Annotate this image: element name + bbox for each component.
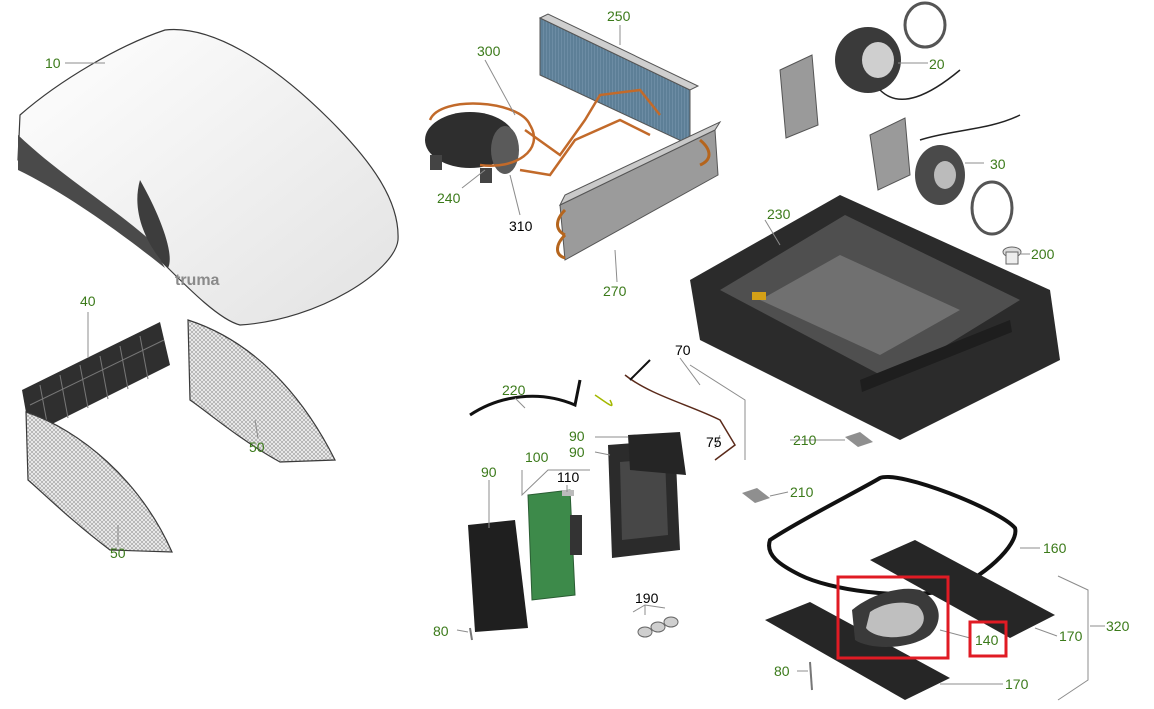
label-50-lower: 50 [110, 545, 126, 561]
part-labels: 10 300 250 240 310 270 20 30 230 200 40 … [45, 8, 1130, 692]
label-300: 300 [477, 43, 501, 59]
label-220: 220 [502, 382, 526, 398]
label-80-bottom: 80 [774, 663, 790, 679]
label-210-lower: 210 [790, 484, 814, 500]
pad-210-upper [845, 432, 873, 447]
label-190: 190 [635, 590, 659, 606]
fan-motor-upper [835, 1, 961, 100]
cover-shroud: truma [17, 28, 399, 326]
highlight-box-part [836, 575, 950, 660]
truma-logo-text: truma [175, 272, 220, 289]
label-210-upper: 210 [793, 432, 817, 448]
control-housing [608, 432, 686, 558]
screw-80-left [469, 627, 473, 641]
control-cover [468, 520, 528, 632]
mounting-plate-170-upper [870, 540, 1055, 638]
label-40: 40 [80, 293, 96, 309]
filter-mesh-upper [187, 319, 336, 463]
filter-mesh-lower [25, 411, 173, 553]
label-170-lower: 170 [1005, 676, 1029, 692]
compressor [425, 112, 519, 183]
label-160: 160 [1043, 540, 1067, 556]
label-70: 70 [675, 342, 691, 358]
label-110: 110 [557, 469, 580, 485]
pad-210-lower [742, 488, 770, 503]
label-200: 200 [1031, 246, 1055, 262]
label-310: 310 [509, 218, 533, 234]
label-30: 30 [990, 156, 1006, 172]
label-90-left: 90 [481, 464, 497, 480]
label-50-upper: 50 [249, 439, 265, 455]
highlight-box-label [968, 620, 1008, 658]
label-240: 240 [437, 190, 461, 206]
leader-lines [65, 25, 1105, 701]
label-230: 230 [767, 206, 791, 222]
label-320: 320 [1106, 618, 1130, 634]
screw-80-bottom [809, 661, 813, 691]
label-270: 270 [603, 283, 627, 299]
circuit-board [527, 489, 582, 601]
label-80-left: 80 [433, 623, 449, 639]
grommet-200 [1002, 246, 1022, 265]
base-tray [690, 195, 1060, 440]
mounting-plate-170-lower [765, 602, 950, 700]
grille-frame [22, 322, 170, 435]
label-90-middle: 90 [569, 444, 585, 460]
label-75: 75 [706, 434, 722, 450]
air-outlet-frame-140 [852, 588, 939, 647]
evaporator-coil [556, 120, 722, 261]
fan-wheel-lower [915, 114, 1021, 236]
label-250: 250 [607, 8, 631, 24]
seal-gasket-160 [767, 474, 1018, 596]
refrigerant-piping [428, 88, 661, 177]
fuse-110 [562, 490, 574, 496]
label-90-upper: 90 [569, 428, 585, 444]
label-100: 100 [525, 449, 549, 465]
label-10: 10 [45, 55, 61, 71]
fuses-190 [637, 616, 679, 638]
label-140: 140 [975, 632, 999, 648]
label-20: 20 [929, 56, 945, 72]
label-170-upper: 170 [1059, 628, 1083, 644]
condenser-coil [538, 13, 700, 146]
fan-brackets [779, 54, 911, 191]
wiring-harness [469, 359, 736, 461]
